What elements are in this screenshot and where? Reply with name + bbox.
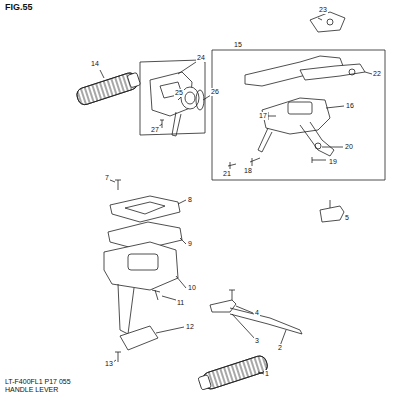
callout-number: 25 bbox=[174, 89, 184, 97]
callout-number: 18 bbox=[243, 167, 253, 175]
callout-number: 21 bbox=[222, 170, 232, 178]
callout-number: 2 bbox=[277, 344, 283, 352]
callout-number: 24 bbox=[196, 54, 206, 62]
callout-number: 13 bbox=[104, 360, 114, 368]
figure-number: FIG.55 bbox=[4, 2, 34, 12]
callout-number: 17 bbox=[258, 112, 268, 120]
callout-number: 22 bbox=[372, 70, 382, 78]
callout-number: 12 bbox=[185, 323, 195, 331]
callout-number: 9 bbox=[187, 240, 193, 248]
callout-number: 14 bbox=[90, 60, 100, 68]
callout-number: 4 bbox=[254, 309, 260, 317]
callout-number: 15 bbox=[233, 41, 243, 49]
callout-number: 20 bbox=[344, 143, 354, 151]
callout-number: 11 bbox=[176, 299, 185, 307]
callout-number: 26 bbox=[210, 88, 220, 96]
callout-number: 27 bbox=[150, 126, 160, 134]
callout-number: 19 bbox=[328, 158, 338, 166]
figure-caption: LT-F400FL1 P17 055 HANDLE LEVER bbox=[4, 378, 86, 394]
callout-number: 7 bbox=[104, 174, 110, 182]
callout-number: 10 bbox=[187, 284, 197, 292]
callout-number: 5 bbox=[344, 214, 350, 222]
callout-number: 1 bbox=[264, 370, 270, 378]
callout-number: 8 bbox=[187, 196, 193, 204]
callout-number: 16 bbox=[345, 102, 355, 110]
callout-number: 23 bbox=[318, 6, 328, 14]
callout-number: 3 bbox=[254, 337, 260, 345]
